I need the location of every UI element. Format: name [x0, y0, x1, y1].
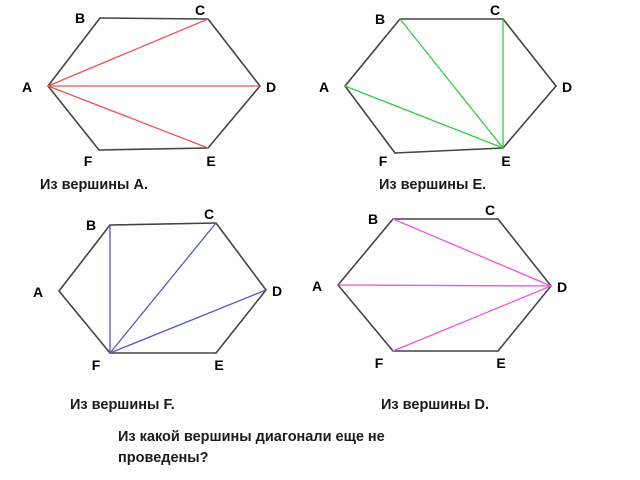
hexagon-edge-BC — [99, 17, 209, 20]
captions-layer: Из вершины А. Из вершины Е. Из вершины F. И… — [40, 177, 489, 466]
vertex-label-B: B — [375, 11, 385, 27]
hexagon-edge-BC — [109, 222, 217, 226]
hexagon-edge-CD — [215, 222, 267, 291]
hexagon-edge-DE — [215, 289, 267, 354]
vertex-label-C: C — [490, 2, 500, 18]
question-line-2: проведены? — [118, 450, 209, 466]
vertex-label-E: E — [206, 153, 215, 169]
diagonal-DB — [392, 218, 552, 287]
hexagon-edge-FA — [58, 290, 111, 354]
hexagon-edge-FA — [47, 85, 100, 151]
vertex-label-A: A — [33, 284, 43, 300]
hexagon-from-d: A B C D E F — [312, 202, 567, 371]
caption-hexagon-from-e: Из вершины Е. — [379, 177, 486, 193]
diagonal-FD — [109, 289, 267, 354]
question-line-1: Из какой вершины диагонали еще не — [118, 429, 385, 445]
caption-hexagon-from-a: Из вершины А. — [40, 177, 148, 193]
diagonal-AC — [47, 18, 209, 87]
hexagon-edge-CD — [207, 18, 261, 87]
vertex-label-D: D — [557, 279, 567, 295]
vertex-label-B: B — [368, 211, 378, 227]
vertex-label-C: C — [485, 202, 495, 218]
hexagon-edge-CD — [497, 218, 552, 287]
vertex-label-D: D — [562, 79, 572, 95]
hexagon-edge-FA — [344, 85, 396, 154]
hexagon-edge-EF — [98, 147, 209, 151]
vertex-label-F: F — [92, 357, 101, 373]
diagonal-DF — [392, 285, 552, 352]
hexagon-edge-DE — [207, 85, 261, 149]
vertex-label-E: E — [501, 153, 510, 169]
hexagon-edge-FA — [337, 284, 394, 352]
hexagon-from-e: A B C D E F — [319, 2, 572, 169]
diagonal-FC — [109, 222, 217, 354]
hexagon-from-a: A B C D E F — [22, 2, 276, 169]
vertex-label-C: C — [195, 2, 205, 18]
hexagon-from-f: A B C D E F — [33, 206, 282, 373]
vertex-label-F: F — [84, 153, 93, 169]
hexagon-edge-EF — [394, 147, 504, 154]
vertex-label-F: F — [379, 153, 388, 169]
vertex-label-B: B — [75, 10, 85, 26]
hexagon-edge-CD — [502, 18, 557, 87]
vertex-label-D: D — [272, 283, 282, 299]
vertex-label-B: B — [86, 217, 96, 233]
hexagon-edge-AB — [337, 218, 394, 286]
hexagon-edge-AB — [344, 18, 401, 87]
diagonal-AE — [47, 85, 209, 149]
vertex-label-C: C — [204, 206, 214, 222]
vertex-label-A: A — [319, 79, 329, 95]
vertex-label-E: E — [496, 355, 505, 371]
hexagon-edge-DE — [502, 85, 557, 149]
hexagon-edge-AB — [58, 224, 111, 292]
vertex-label-E: E — [214, 357, 223, 373]
vertex-label-A: A — [312, 278, 322, 294]
caption-hexagon-from-d: Из вершины D. — [381, 397, 489, 413]
hexagon-edge-AB — [47, 17, 101, 87]
diagonal-EB — [399, 18, 504, 149]
diagonal-DA — [337, 284, 552, 287]
figures-layer: A B C D E F A B C D E F A B C D E F A B C D E F — [22, 2, 572, 373]
vertex-label-A: A — [22, 79, 32, 95]
caption-hexagon-from-f: Из вершины F. — [70, 397, 175, 413]
vertex-label-D: D — [266, 79, 276, 95]
hexagon-edge-DE — [497, 285, 552, 352]
vertex-label-F: F — [375, 355, 384, 371]
diagonal-EA — [344, 85, 504, 149]
